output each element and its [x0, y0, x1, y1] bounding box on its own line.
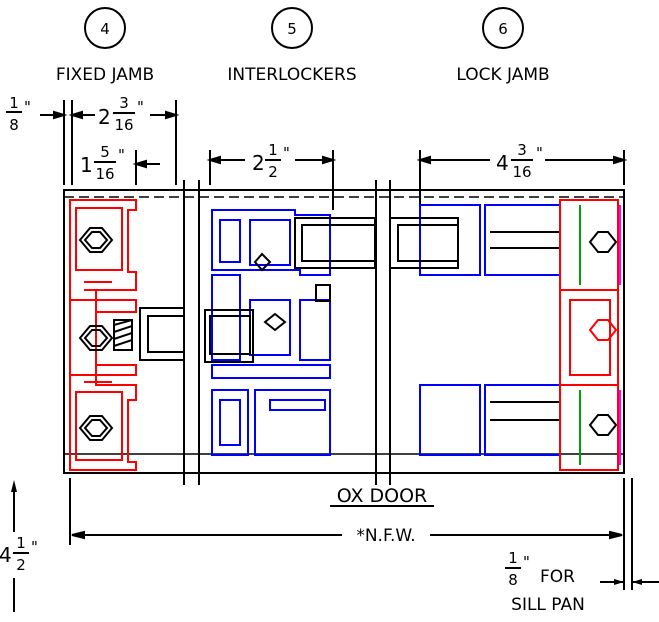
callout-label: INTERLOCKERS [227, 65, 356, 85]
fraction-numerator: 1 [508, 549, 518, 567]
callout-interlockers: 5 INTERLOCKERS [227, 7, 357, 85]
dim-height: 4 1 2 " [0, 480, 38, 612]
fraction-numerator: 1 [9, 94, 19, 112]
fraction-numerator: 1 [16, 534, 26, 552]
inch-mark: " [24, 98, 31, 116]
fraction-numerator: 3 [517, 141, 527, 159]
dim-lock-jamb-width: 4 3 16 " [496, 141, 543, 181]
fraction-denominator: 2 [268, 163, 278, 181]
dimension-lines-top [40, 100, 628, 210]
lock-jamb-details [389, 217, 618, 436]
inch-mark: " [283, 144, 290, 162]
callout-label: FIXED JAMB [56, 65, 154, 85]
dim-sill-pan: 1 8 " FOR SILL PAN [505, 478, 659, 615]
dim-whole: 2 [98, 105, 111, 129]
fraction-denominator: 16 [512, 163, 531, 181]
nfw-label: *N.F.W. [356, 526, 415, 546]
sill-pan-line1: FOR [540, 567, 575, 587]
drawing-title: OX DOOR [337, 485, 428, 507]
fraction-denominator: 16 [95, 165, 114, 183]
interlocker-extrusions [211, 209, 331, 456]
lock-jamb-glazing [579, 205, 621, 465]
fraction-denominator: 8 [508, 571, 518, 589]
fraction-numerator: 3 [119, 94, 129, 112]
dim-whole: 4 [496, 151, 509, 175]
interlocker-details [204, 217, 376, 363]
dim-nfw [69, 478, 625, 590]
inch-mark: " [118, 146, 125, 164]
callout-number: 6 [498, 20, 508, 38]
inch-mark: " [523, 553, 530, 571]
fraction-denominator: 8 [9, 116, 19, 134]
dim-interlock-width: 2 1 2 " [252, 141, 290, 181]
lock-jamb-extrusion-red [559, 199, 619, 471]
inch-mark: " [536, 144, 543, 162]
dim-whole: 1 [80, 153, 93, 177]
sill-pan-line2: SILL PAN [511, 595, 585, 615]
inch-mark: " [31, 538, 38, 556]
fraction-denominator: 16 [114, 116, 133, 134]
callout-number: 5 [287, 20, 297, 38]
dim-jamb-offset: 1 8 " [6, 94, 31, 134]
fraction-numerator: 5 [100, 143, 110, 161]
callout-lock-jamb: 6 LOCK JAMB [456, 7, 550, 85]
fixed-jamb-extrusion [69, 199, 137, 471]
lock-jamb-extrusion-blue [419, 204, 561, 456]
callout-label: LOCK JAMB [456, 65, 549, 85]
dim-jamb-width: 2 3 16 " [98, 94, 144, 134]
callout-number: 4 [100, 20, 110, 38]
dim-jamb-depth: 1 5 16 " [80, 143, 125, 183]
callout-fixed-jamb: 4 FIXED JAMB [56, 7, 154, 85]
fixed-jamb-details [78, 227, 185, 441]
inch-mark: " [137, 98, 144, 116]
dim-whole: 4 [0, 543, 12, 567]
fraction-denominator: 2 [16, 556, 26, 574]
fraction-numerator: 1 [268, 141, 278, 159]
dim-whole: 2 [252, 151, 265, 175]
